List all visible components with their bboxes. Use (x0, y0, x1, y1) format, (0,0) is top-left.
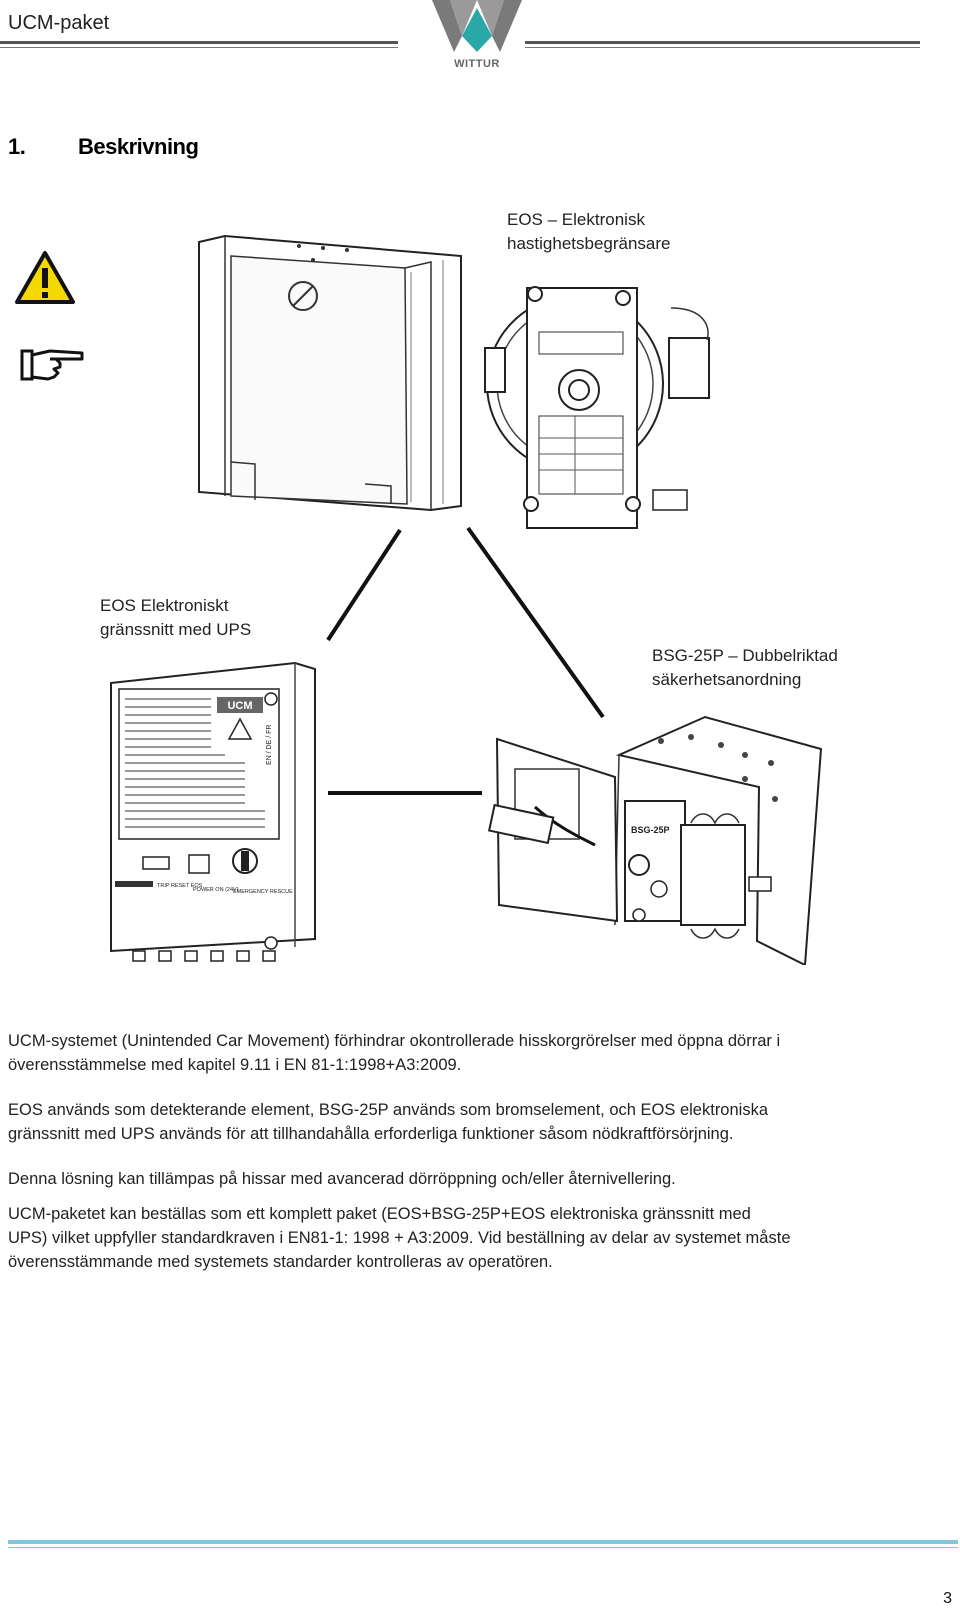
paragraph-1-line1: UCM-systemet (Unintended Car Movement) f… (8, 1032, 781, 1050)
paragraph-4-line3: överensstämmande med systemets standarde… (8, 1253, 553, 1271)
paragraph-4-line2: UPS) vilket uppfyller standardkraven i E… (8, 1229, 791, 1247)
bsg-plate-label: BSG-25P (631, 825, 670, 835)
paragraph-3: Denna lösning kan tillämpas på hissar me… (8, 1170, 676, 1188)
header-rule-right (525, 41, 920, 44)
bsg-label-line1: BSG-25P – Dubbelriktad (652, 646, 838, 665)
section-heading: 1. Beskrivning (8, 134, 199, 160)
paragraph-2: EOS används som detekterande element, BS… (8, 1098, 958, 1146)
section-title: Beskrivning (78, 134, 199, 159)
paragraph-1-line2: överensstämmelse med kapitel 9.11 i EN 8… (8, 1056, 462, 1074)
wittur-logo (432, 0, 522, 72)
paragraph-2-line2: gränssnitt med UPS används för att tillh… (8, 1125, 734, 1143)
paragraph-4-line1: UCM-paketet kan beställas som ett komple… (8, 1205, 751, 1223)
eos-governor-drawing (475, 268, 720, 536)
section-number: 1. (8, 134, 26, 159)
page-number: 3 (943, 1590, 952, 1607)
eos-label: EOS – Elektronisk hastighetsbegränsare (507, 208, 671, 256)
ucm-btn-emergency: EMERGENCY RESCUE (233, 889, 293, 895)
footer-rule-bottom (8, 1547, 958, 1548)
eos-label-line2: hastighetsbegränsare (507, 234, 671, 253)
ucm-control-box-drawing: UCM EN / DE / FR TRIP RESET EOS POWER ON… (105, 655, 320, 965)
header-rule-left-thin (0, 47, 398, 48)
header-rule-right-thin (525, 47, 920, 48)
ups-label-line1: EOS Elektroniskt (100, 596, 229, 615)
bsg-label-line2: säkerhetsanordning (652, 670, 802, 689)
wittur-logo-text: WITTUR (454, 58, 500, 70)
paragraph-1: UCM-systemet (Unintended Car Movement) f… (8, 1029, 958, 1077)
warning-icon (14, 250, 76, 306)
connector-lines (326, 526, 605, 795)
paragraph-2-line1: EOS används som detekterande element, BS… (8, 1101, 769, 1119)
ucm-panel-title: UCM (227, 700, 252, 712)
eos-cover-drawing (195, 232, 467, 517)
header-rule-left (0, 41, 398, 44)
footer-rule-top (8, 1540, 958, 1544)
ups-label-line2: gränssnitt med UPS (100, 620, 252, 639)
paragraph-4: UCM-paketet kan beställas som ett komple… (8, 1202, 958, 1274)
bsg-label: BSG-25P – Dubbelriktad säkerhetsanordnin… (652, 644, 838, 692)
pointing-hand-icon (20, 345, 86, 385)
ucm-btn-trip-reset: TRIP RESET EOS (157, 883, 203, 889)
ucm-panel-lang: EN / DE / FR (266, 725, 273, 765)
eos-label-line1: EOS – Elektronisk (507, 210, 645, 229)
ups-label: EOS Elektroniskt gränssnitt med UPS (100, 594, 251, 642)
ucm-btn-power: POWER ON (24V) (193, 887, 239, 893)
bsg-safety-gear-drawing: BSG-25P (485, 715, 825, 965)
document-header-title: UCM-paket (8, 12, 110, 34)
